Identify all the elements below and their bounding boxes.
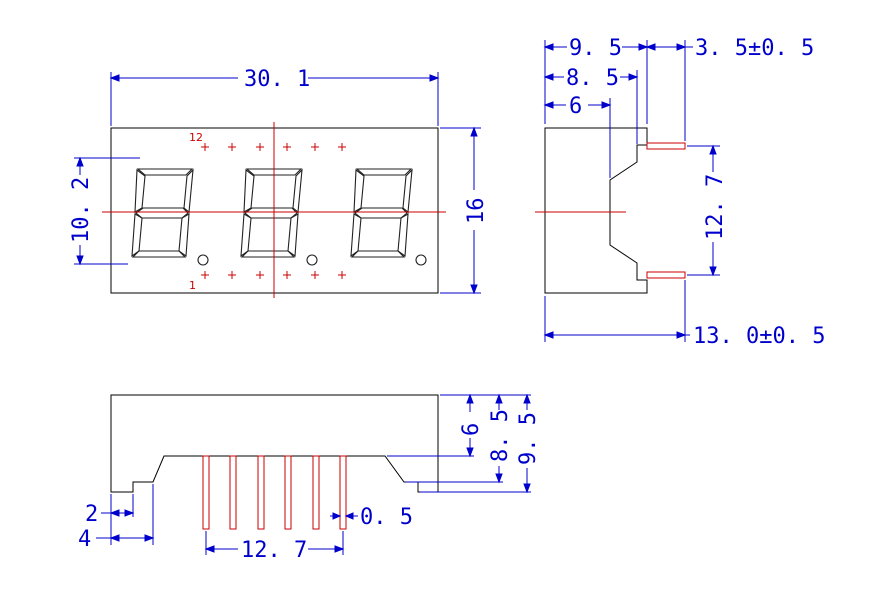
digit-2	[240, 168, 303, 258]
pin-markers-bottom	[201, 271, 346, 279]
front-width-dimension	[109, 72, 440, 126]
side-dim-8-5	[543, 73, 639, 81]
side-dim-6	[543, 101, 612, 109]
bottom-dim-6-label: 6	[459, 423, 484, 436]
front-height-label: 16	[464, 198, 489, 225]
side-dim-9-5-label: 9. 5	[569, 36, 622, 61]
bottom-extension-lines	[387, 394, 531, 493]
digit-3	[350, 168, 413, 258]
bottom-pin-span-dimension	[204, 531, 345, 555]
side-depth-dimension	[543, 331, 690, 339]
bottom-dim-9-5-label: 9. 5	[516, 412, 541, 465]
side-view: 9. 5 3. 5±0. 5 8. 5 6 12. 7	[535, 36, 825, 349]
front-width-label: 30. 1	[244, 67, 310, 92]
bottom-dim-8-5	[495, 393, 503, 484]
bottom-dim-4-label: 4	[78, 527, 91, 552]
digit-height-label: 10. 2	[69, 177, 94, 243]
bottom-dim-6	[466, 393, 474, 458]
front-height-dimension	[440, 126, 481, 295]
bottom-dim-2-label: 2	[85, 502, 98, 527]
side-pin-bottom	[646, 271, 686, 279]
bottom-pin-width-dimension	[330, 512, 358, 520]
pin-label-12: 12	[189, 131, 203, 144]
bottom-body-outline	[110, 394, 439, 493]
side-pin-top	[646, 142, 686, 150]
bottom-pin-span-label: 12. 7	[241, 538, 307, 563]
pin-label-1: 1	[189, 279, 196, 292]
bottom-pin-width-label: 0. 5	[360, 505, 413, 530]
front-view: 12 1 30. 1 10. 2 16	[69, 67, 489, 298]
decimal-point-1	[197, 254, 209, 266]
side-dim-6-label: 6	[569, 94, 582, 119]
side-dim-9-5	[543, 43, 649, 51]
side-dim-3-5	[645, 43, 693, 51]
side-pin-pitch-dimension	[687, 144, 720, 277]
digit-1	[131, 168, 194, 258]
side-dim-3-5-label: 3. 5±0. 5	[695, 36, 814, 61]
side-extension-lines	[544, 40, 686, 342]
bottom-dim-2-4	[96, 484, 155, 545]
bottom-dim-8-5-label: 8. 5	[488, 409, 513, 462]
side-depth-label: 13. 0±0. 5	[693, 324, 825, 349]
bottom-view: 6 8. 5 9. 5 2 4	[78, 393, 541, 563]
side-body-outline	[544, 127, 648, 294]
decimal-point-2	[306, 254, 318, 266]
digit-height-dimension	[74, 156, 140, 266]
decimal-point-3	[415, 254, 427, 266]
side-dim-8-5-label: 8. 5	[566, 66, 619, 91]
pin-markers-top	[201, 143, 346, 151]
side-pin-pitch-label: 12. 7	[703, 174, 728, 240]
bottom-dim-9-5	[523, 393, 531, 494]
bottom-pins	[202, 455, 347, 530]
